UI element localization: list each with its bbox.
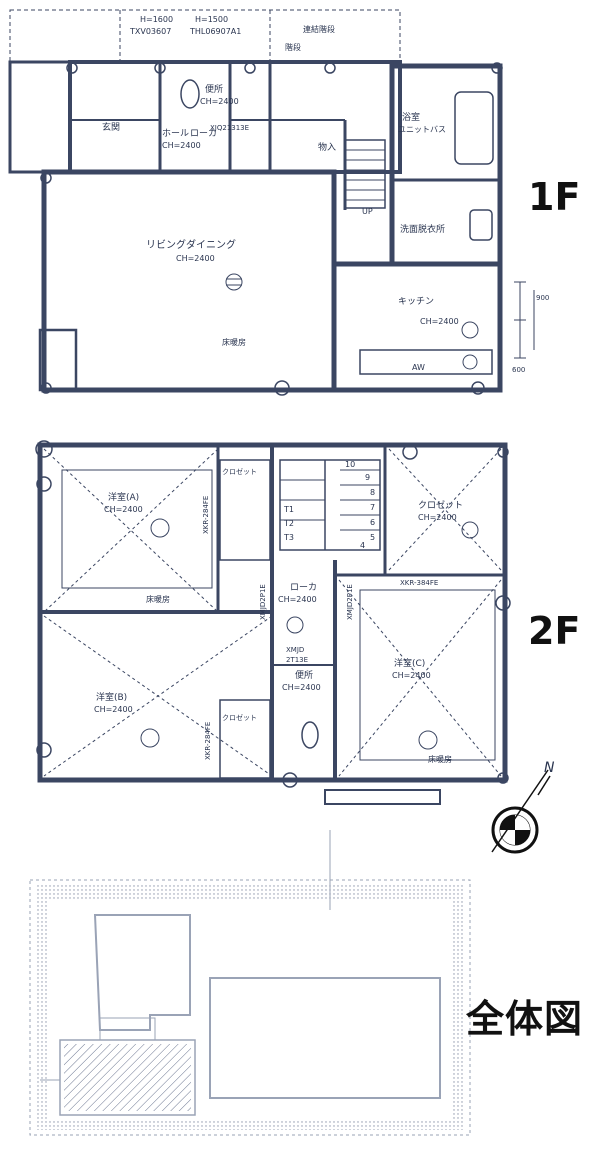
site-plan bbox=[29, 830, 471, 1136]
floor2-room-c-ch: CH=2400 bbox=[392, 671, 431, 680]
floor1-room-bath: 浴室 bbox=[402, 111, 420, 123]
floor2-stair-t2: T2 bbox=[283, 519, 294, 528]
floor1-up: UP bbox=[362, 207, 373, 216]
floor2-heating-c: 床暖房 bbox=[428, 754, 452, 764]
floor2-code-b: XMJD2P1E bbox=[259, 584, 267, 620]
floor2-stair-t3: T3 bbox=[283, 533, 294, 542]
overall-label: 全体図 bbox=[466, 997, 584, 1041]
floor1-entrance-wall bbox=[8, 60, 72, 174]
floor2-room-a-ch: CH=2400 bbox=[104, 505, 143, 514]
floor2-text: 洋室(A) CH=2400 床暖房 洋室(B) CH=2400 洋室(C) CH… bbox=[94, 460, 463, 764]
floor2-closet-b: クロゼット bbox=[222, 713, 257, 722]
floor2-code-f: XMJD bbox=[286, 646, 304, 654]
floor1-note-d: THL06907A1 bbox=[189, 27, 241, 36]
floor2-code-d: XMJD2P1E bbox=[346, 584, 354, 620]
floor1-aw: AW bbox=[412, 363, 425, 372]
floor1-room-kitchen: キッチン bbox=[398, 296, 434, 307]
floor2-code-c: XKR-384FE bbox=[400, 579, 438, 587]
floor2-heating-a: 床暖房 bbox=[146, 594, 170, 604]
floor1-floor-heating: 床暖房 bbox=[222, 337, 246, 347]
floor1-code: XJQ21313E bbox=[210, 124, 249, 132]
floor2-stair-8: 8 bbox=[370, 488, 375, 497]
floor1-room-storage: 物入 bbox=[318, 141, 336, 153]
floor1-unit-bath: ユニットバス bbox=[398, 125, 446, 134]
floor2-code-g: 2T13E bbox=[286, 656, 308, 664]
floor1-dim-a: 900 bbox=[536, 294, 549, 302]
floor1-room-genkan: 玄関 bbox=[102, 121, 120, 133]
floor2-toilet-ch: CH=2400 bbox=[282, 683, 321, 692]
floor2-code-a: XKR-284FE bbox=[202, 496, 210, 534]
floor2-closet-a: クロゼット bbox=[222, 467, 257, 476]
floor1-room-wash: 洗面脱衣所 bbox=[400, 223, 445, 235]
floor1-note-c: TXV03607 bbox=[129, 27, 171, 36]
floor2-hallway: ローカ bbox=[290, 582, 317, 593]
floor1-top-label-a: 連結階段 bbox=[303, 24, 335, 34]
compass-icon: N bbox=[491, 760, 555, 854]
floor1-living-wall bbox=[41, 169, 337, 393]
floor2-room-b-ch: CH=2400 bbox=[94, 705, 133, 714]
floor2-closet-c: クロゼット bbox=[418, 499, 463, 511]
floor2-stair-5: 5 bbox=[370, 533, 375, 542]
floor2-stair-t1: T1 bbox=[283, 505, 294, 514]
floor1-room-closet: ローカ bbox=[190, 128, 217, 139]
floor1-ldk-ch: CH=2400 bbox=[176, 254, 215, 263]
floor1-label: 1F bbox=[528, 175, 581, 219]
floor2-code-e: XKR-284FE bbox=[204, 722, 212, 760]
floor1-plan bbox=[8, 9, 535, 396]
floor2-closet-c-ch: CH=2400 bbox=[418, 513, 457, 522]
floor2-stair-4: 4 bbox=[360, 541, 365, 550]
floor2-stair-6: 6 bbox=[370, 518, 375, 527]
floor1-toilet-ch: CH=2400 bbox=[200, 97, 239, 106]
floor2-hallway-ch: CH=2400 bbox=[278, 595, 317, 604]
floor1-kitchen-ch: CH=2400 bbox=[420, 317, 459, 326]
compass-north-label: N bbox=[544, 760, 555, 776]
floor2-stair-10: 10 bbox=[345, 460, 355, 469]
floor1-note-b: H=1500 bbox=[195, 15, 228, 24]
floor2-room-b: 洋室(B) bbox=[96, 691, 127, 703]
floor1-hall-ch: CH=2400 bbox=[162, 141, 201, 150]
floor2-label: 2F bbox=[528, 609, 581, 653]
floor1-room-ldk: リビングダイニング bbox=[146, 238, 236, 251]
floor1-text: H=1600 H=1500 TXV03607 THL06907A1 連結階段 階… bbox=[102, 15, 549, 374]
floor1-room-hall: ホール bbox=[162, 128, 189, 139]
floor1-north-wall bbox=[68, 60, 402, 174]
floor2-room-a: 洋室(A) bbox=[108, 491, 139, 503]
floor1-dim-b: 600 bbox=[512, 366, 525, 374]
floor1-kitchen-wall bbox=[331, 261, 503, 393]
floor2-stair-9: 9 bbox=[365, 473, 370, 482]
floor2-toilet: 便所 bbox=[295, 669, 313, 681]
floor2-stair-7: 7 bbox=[370, 503, 375, 512]
floor1-room-toilet: 便所 bbox=[205, 83, 223, 95]
floor2-plan bbox=[35, 440, 511, 805]
floor1-note-a: H=1600 bbox=[140, 15, 173, 24]
floor1-top-label-b: 階段 bbox=[285, 42, 301, 52]
floor2-room-c: 洋室(C) bbox=[394, 657, 425, 669]
